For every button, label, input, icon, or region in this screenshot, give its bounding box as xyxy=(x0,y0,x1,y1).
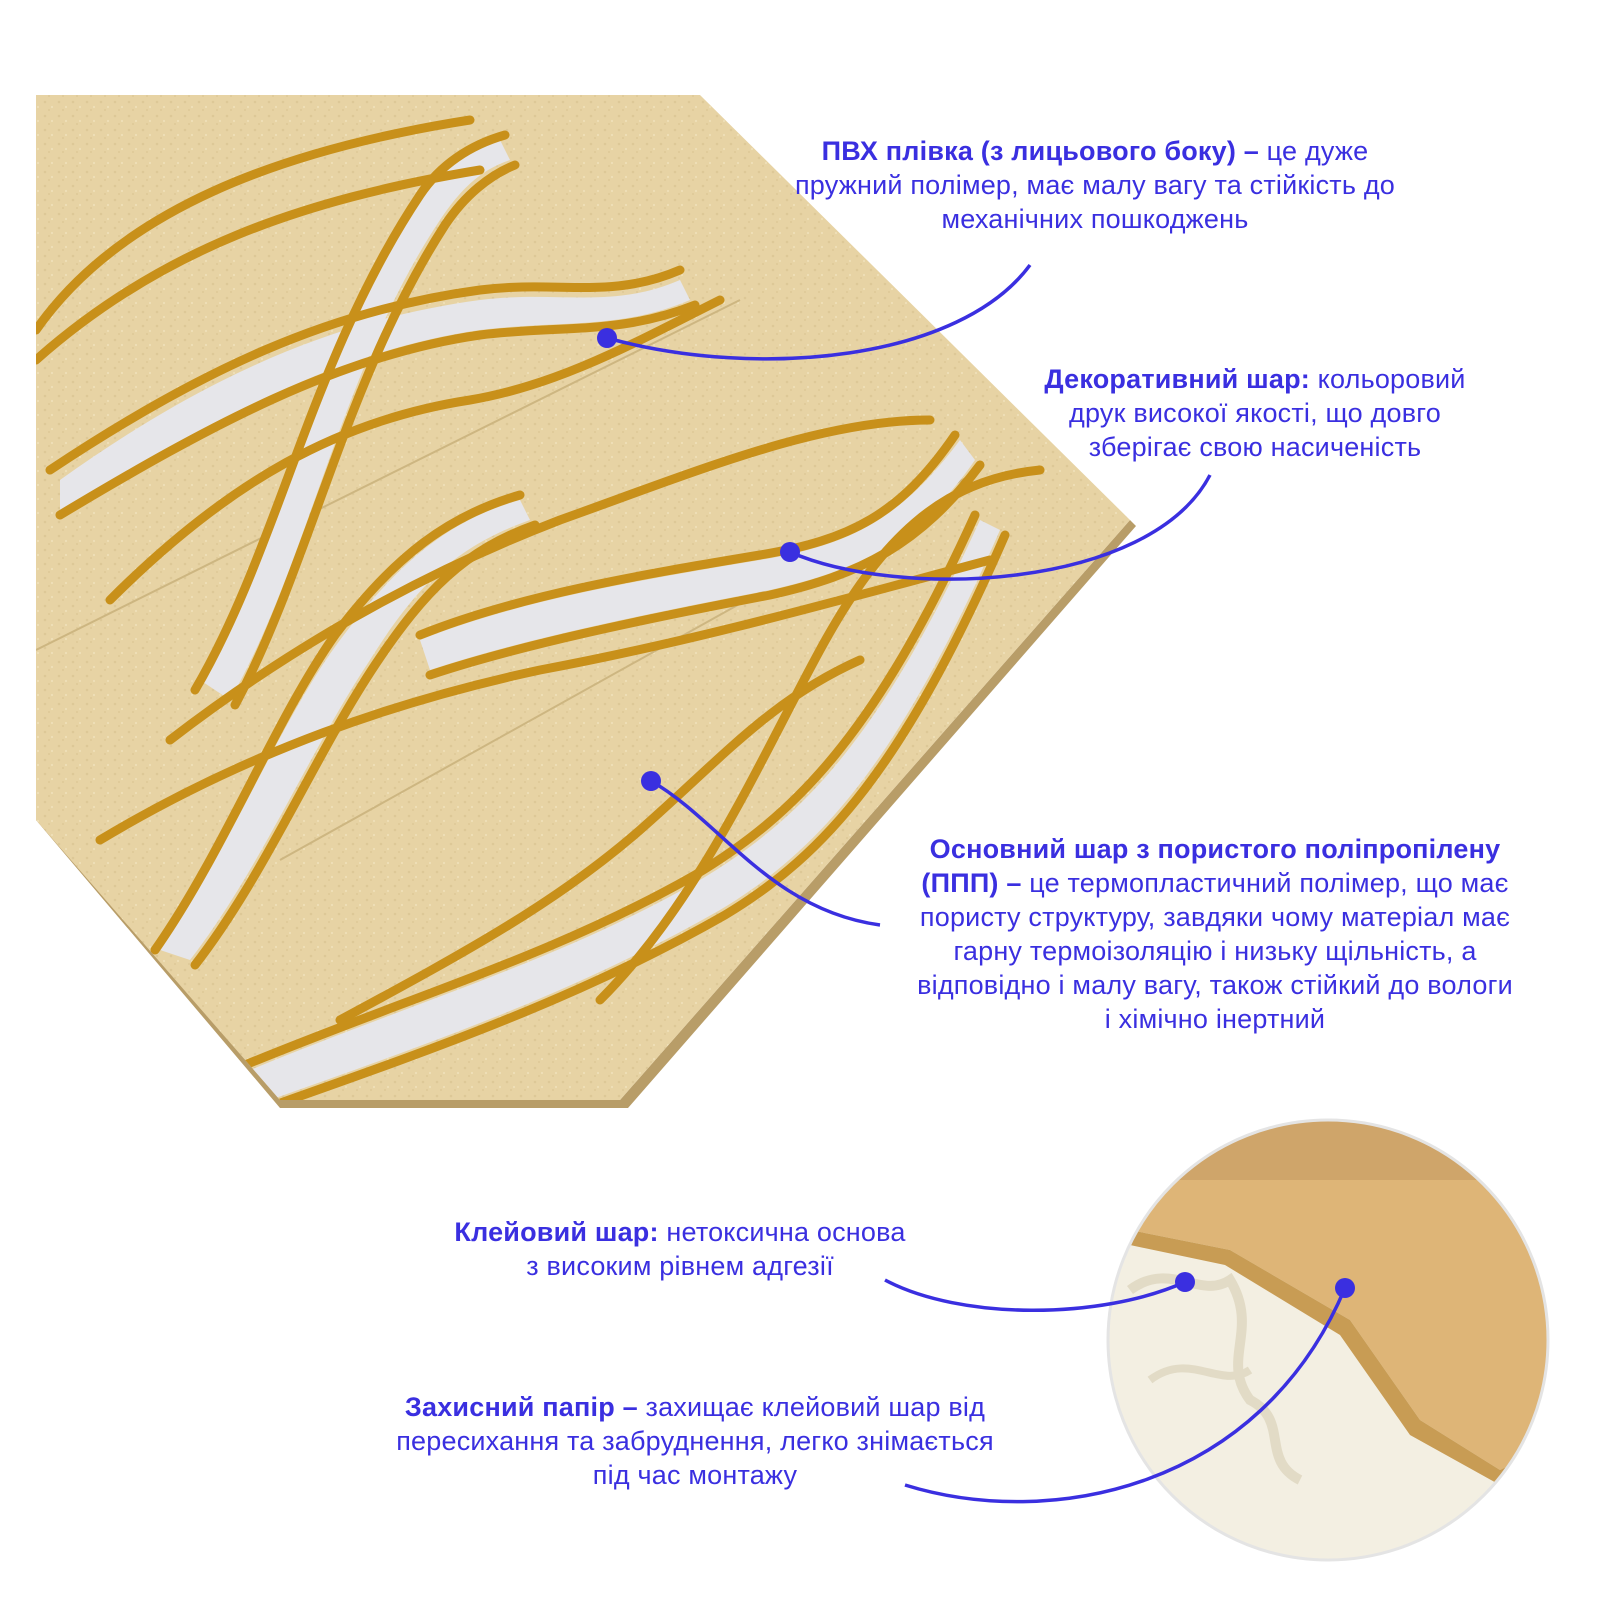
gold-line xyxy=(270,530,1010,1100)
callout-text: пружний полімер, має малу вагу та стійкі… xyxy=(794,170,1395,200)
gold-line xyxy=(55,300,700,520)
gold-line xyxy=(45,265,685,475)
leader-lines xyxy=(606,263,1347,1504)
gold-line xyxy=(36,115,475,335)
callout-text: нетоксична основа xyxy=(666,1217,906,1247)
callout-text: пористу структуру, завдяки чому матеріал… xyxy=(919,902,1511,932)
gold-line xyxy=(165,415,935,745)
callout-text: це термопластичний полімер, що має xyxy=(1029,868,1509,898)
marker-dot xyxy=(597,328,617,348)
callout-title: ПВХ плівка (з лицьового боку) – xyxy=(821,136,1259,166)
gold-line xyxy=(415,430,960,640)
gold-line xyxy=(230,160,520,710)
silver-band xyxy=(420,440,975,670)
callout-text: захищає клейовий шар від xyxy=(645,1392,986,1422)
leader-line-glue xyxy=(884,1278,1186,1312)
callout-foam-layer: Основний шар з пористого поліпропілену (… xyxy=(850,832,1580,1036)
gold-line xyxy=(425,460,985,680)
callout-text: кольоровий xyxy=(1317,364,1466,394)
leader-line-foam xyxy=(650,779,881,927)
callout-text: друк високої якості, що довго xyxy=(1069,398,1441,428)
leader-line-paper xyxy=(904,1287,1347,1504)
foam-texture xyxy=(1147,1364,1253,1384)
callout-title: (ППП) – xyxy=(921,868,1022,898)
wave-pattern xyxy=(36,115,1045,1100)
callout-text: гарну термоізоляцію і низьку щільність, … xyxy=(953,936,1477,966)
callout-title: Клейовий шар: xyxy=(454,1217,659,1247)
callout-title: Основний шар з пористого поліпропілену xyxy=(929,834,1501,864)
silver-band xyxy=(200,140,510,700)
gold-line xyxy=(335,655,865,1025)
gold-line xyxy=(190,520,540,970)
callout-title: Декоративний шар: xyxy=(1044,364,1310,394)
callout-text: з високим рівнем адгезії xyxy=(526,1251,834,1281)
wall-panel xyxy=(36,95,1136,1108)
silver-band xyxy=(250,520,1000,1100)
gold-line xyxy=(36,165,485,365)
marker-dot xyxy=(1335,1278,1355,1298)
callout-text: і хімічно інертний xyxy=(1104,1004,1326,1034)
marker-dot xyxy=(780,542,800,562)
gold-line xyxy=(595,465,1045,1005)
callout-text: зберігає свою насиченість xyxy=(1088,432,1422,462)
callout-text: пересихання та забруднення, легко знімає… xyxy=(396,1426,994,1456)
callout-protective-paper: Захисний папір – захищає клейовий шар ві… xyxy=(360,1390,1030,1492)
gold-line xyxy=(150,490,525,955)
callout-text: це дуже xyxy=(1266,136,1369,166)
callout-text: під час монтажу xyxy=(592,1460,798,1490)
marker-dot xyxy=(641,771,661,791)
callout-decorative-layer: Декоративний шар: кольоровий друк високо… xyxy=(995,362,1515,464)
gold-line xyxy=(105,295,725,605)
marker-dot xyxy=(1175,1272,1195,1292)
callout-adhesive-layer: Клейовий шар: нетоксична основа з високи… xyxy=(420,1215,940,1283)
adhesive-sheet xyxy=(1108,1120,1548,1470)
silver-band xyxy=(160,500,530,960)
gold-lines xyxy=(36,115,1045,1100)
leader-line-decor xyxy=(789,474,1212,581)
magnified-layers xyxy=(1106,1118,1550,1562)
leader-line-pvc xyxy=(606,263,1032,361)
callout-title: Захисний папір – xyxy=(404,1392,638,1422)
gold-line xyxy=(190,130,510,695)
panel-seam xyxy=(36,299,741,651)
callout-pvc-film: ПВХ плівка (з лицьового боку) – це дуже … xyxy=(745,134,1445,236)
magnifier-ring xyxy=(1106,1118,1550,1562)
marker-dots xyxy=(597,328,1355,1298)
callout-text: відповідно і малу вагу, також стійкий до… xyxy=(917,970,1513,1000)
callout-text: механічних пошкоджень xyxy=(941,204,1249,234)
